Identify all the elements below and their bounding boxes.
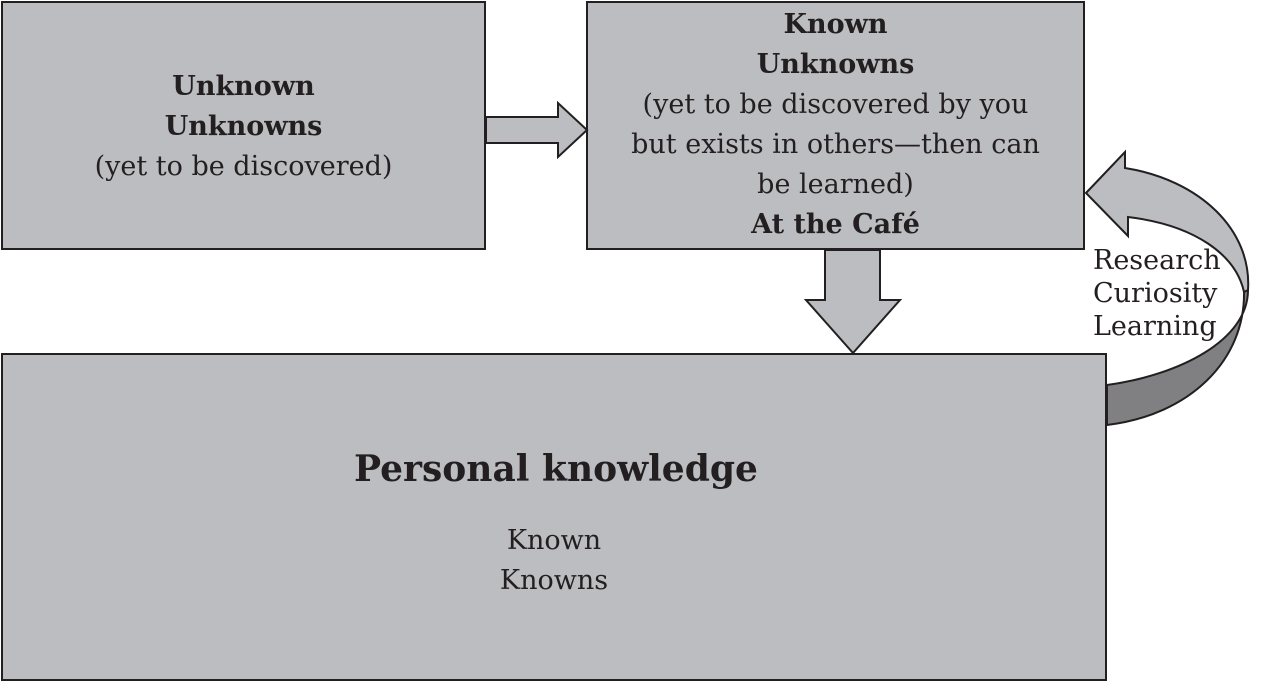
cycle-item-curiosity: Curiosity xyxy=(1093,278,1218,309)
personal-knowledge-title: Personal knowledge xyxy=(354,448,758,490)
known-unknowns-line3: be learned) xyxy=(757,169,914,200)
unknown-unknowns-title2: Unknowns xyxy=(164,111,323,142)
down-arrow xyxy=(803,249,903,355)
known-unknowns-title1: Known xyxy=(783,9,888,40)
personal-knowledge-box: Personal knowledge Known Knowns xyxy=(1,353,1107,681)
known-unknowns-box: Known Unknowns (yet to be discovered by … xyxy=(586,1,1085,250)
known-unknowns-line1: (yet to be discovered by you xyxy=(642,89,1029,120)
unknown-unknowns-title1: Unknown xyxy=(172,71,315,102)
right-arrow xyxy=(485,100,589,160)
cycle-item-research: Research xyxy=(1093,245,1221,276)
known-knowns-line2: Knowns xyxy=(499,565,609,596)
known-knowns-line1: Known xyxy=(506,525,602,556)
cycle-arrow-light-band xyxy=(1084,149,1250,294)
unknown-unknowns-sub: (yet to be discovered) xyxy=(94,151,393,182)
cycle-labels: Research Curiosity Learning xyxy=(1093,244,1221,343)
known-unknowns-line2: but exists in others—then can xyxy=(631,129,1040,160)
unknown-unknowns-box: Unknown Unknowns (yet to be discovered) xyxy=(1,1,486,250)
known-unknowns-footer: At the Café xyxy=(751,209,920,240)
cycle-item-learning: Learning xyxy=(1093,311,1217,342)
known-unknowns-title2: Unknowns xyxy=(756,49,915,80)
